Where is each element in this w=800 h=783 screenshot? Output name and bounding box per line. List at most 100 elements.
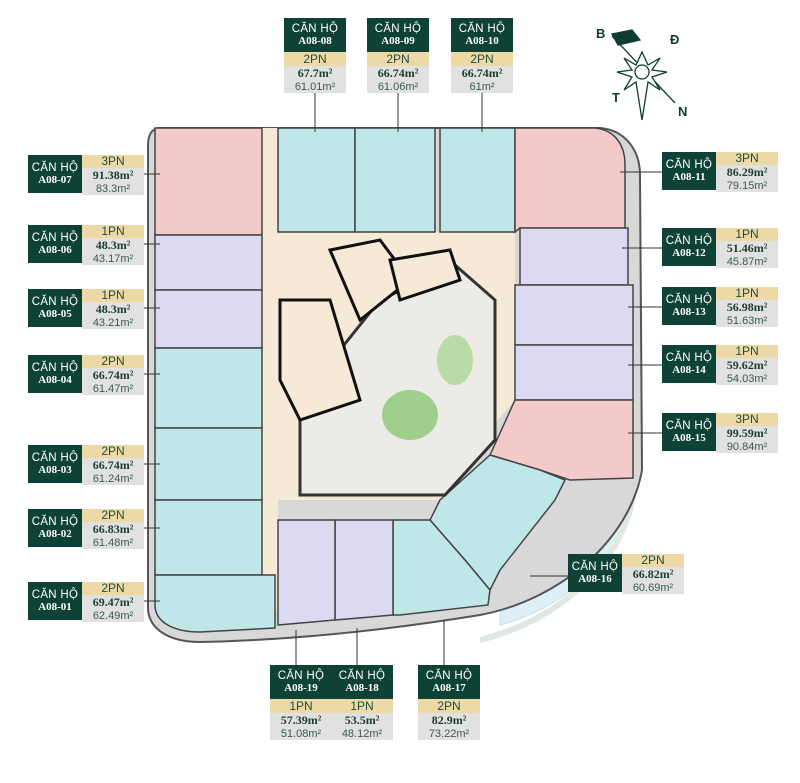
unit-gross-area: 91.38m²: [92, 168, 134, 182]
unit-id: A08-14: [672, 364, 706, 376]
unit-header-label: CĂN HỘ: [665, 352, 713, 364]
unit-net-area: 61.24m²: [92, 473, 134, 485]
unit-header-label: CĂN HỘ: [291, 23, 339, 35]
unit-type: 1PN: [716, 287, 778, 300]
unit-a08-01[interactable]: [154, 574, 276, 633]
unit-gross-area: 82.9m²: [431, 713, 467, 727]
unit-a08-16[interactable]: [429, 454, 567, 592]
unit-gross-area: 53.5m²: [344, 713, 380, 727]
unit-id: A08-19: [284, 682, 318, 694]
unit-a08-06[interactable]: [154, 234, 263, 291]
unit-id: A08-10: [465, 35, 499, 47]
unit-header-label: CĂN HỘ: [458, 23, 506, 35]
unit-id: A08-17: [432, 682, 466, 694]
unit-a08-11[interactable]: [514, 127, 626, 234]
unit-gross-area: 48.3m²: [95, 238, 131, 252]
compass-south-label: N: [678, 104, 688, 119]
unit-net-area: 83.3m²: [95, 183, 131, 195]
unit-gross-area: 66.74m²: [377, 66, 419, 80]
compass-rose-icon: [611, 29, 676, 121]
unit-a08-19[interactable]: [277, 519, 336, 626]
unit-a08-05[interactable]: [154, 289, 263, 349]
unit-a08-08[interactable]: [277, 127, 356, 233]
unit-net-area: 61.06m²: [377, 81, 419, 93]
unit-a08-10[interactable]: [439, 127, 516, 233]
unit-a08-04[interactable]: [154, 347, 263, 429]
unit-net-area: 45.87m²: [726, 256, 768, 268]
courtyard: [298, 263, 497, 497]
unit-type: 1PN: [716, 228, 778, 241]
unit-a08-07[interactable]: [154, 127, 263, 236]
unit-id: A08-16: [578, 573, 612, 585]
unit-header-label: CĂN HỘ: [665, 159, 713, 171]
unit-id: A08-02: [38, 528, 72, 540]
lawn-circle: [382, 390, 438, 440]
unit-a08-02[interactable]: [154, 499, 263, 576]
unit-net-area: 61.48m²: [92, 537, 134, 549]
building-core: [278, 238, 462, 422]
unit-net-area: 61m²: [469, 81, 495, 93]
unit-a08-03[interactable]: [154, 427, 263, 501]
unit-type: 1PN: [331, 699, 393, 713]
unit-a08-14[interactable]: [514, 344, 634, 401]
unit-type: 2PN: [451, 52, 513, 66]
unit-a08-12[interactable]: [519, 227, 629, 286]
unit-type: 2PN: [82, 582, 144, 595]
unit-gross-area: 66.82m²: [632, 567, 674, 581]
unit-type: 1PN: [270, 699, 332, 713]
unit-a08-18[interactable]: [334, 519, 394, 621]
unit-gross-area: 66.74m²: [92, 368, 134, 382]
unit-a08-13[interactable]: [514, 284, 634, 346]
unit-gross-area: 69.47m²: [92, 595, 134, 609]
unit-a08-09[interactable]: [354, 127, 436, 233]
unit-header-label: CĂN HỘ: [31, 162, 79, 174]
lawn-oval: [437, 335, 473, 385]
unit-a08-17[interactable]: [392, 519, 491, 616]
unit-header-label: CĂN HỘ: [425, 670, 473, 682]
unit-type: 2PN: [418, 699, 480, 713]
